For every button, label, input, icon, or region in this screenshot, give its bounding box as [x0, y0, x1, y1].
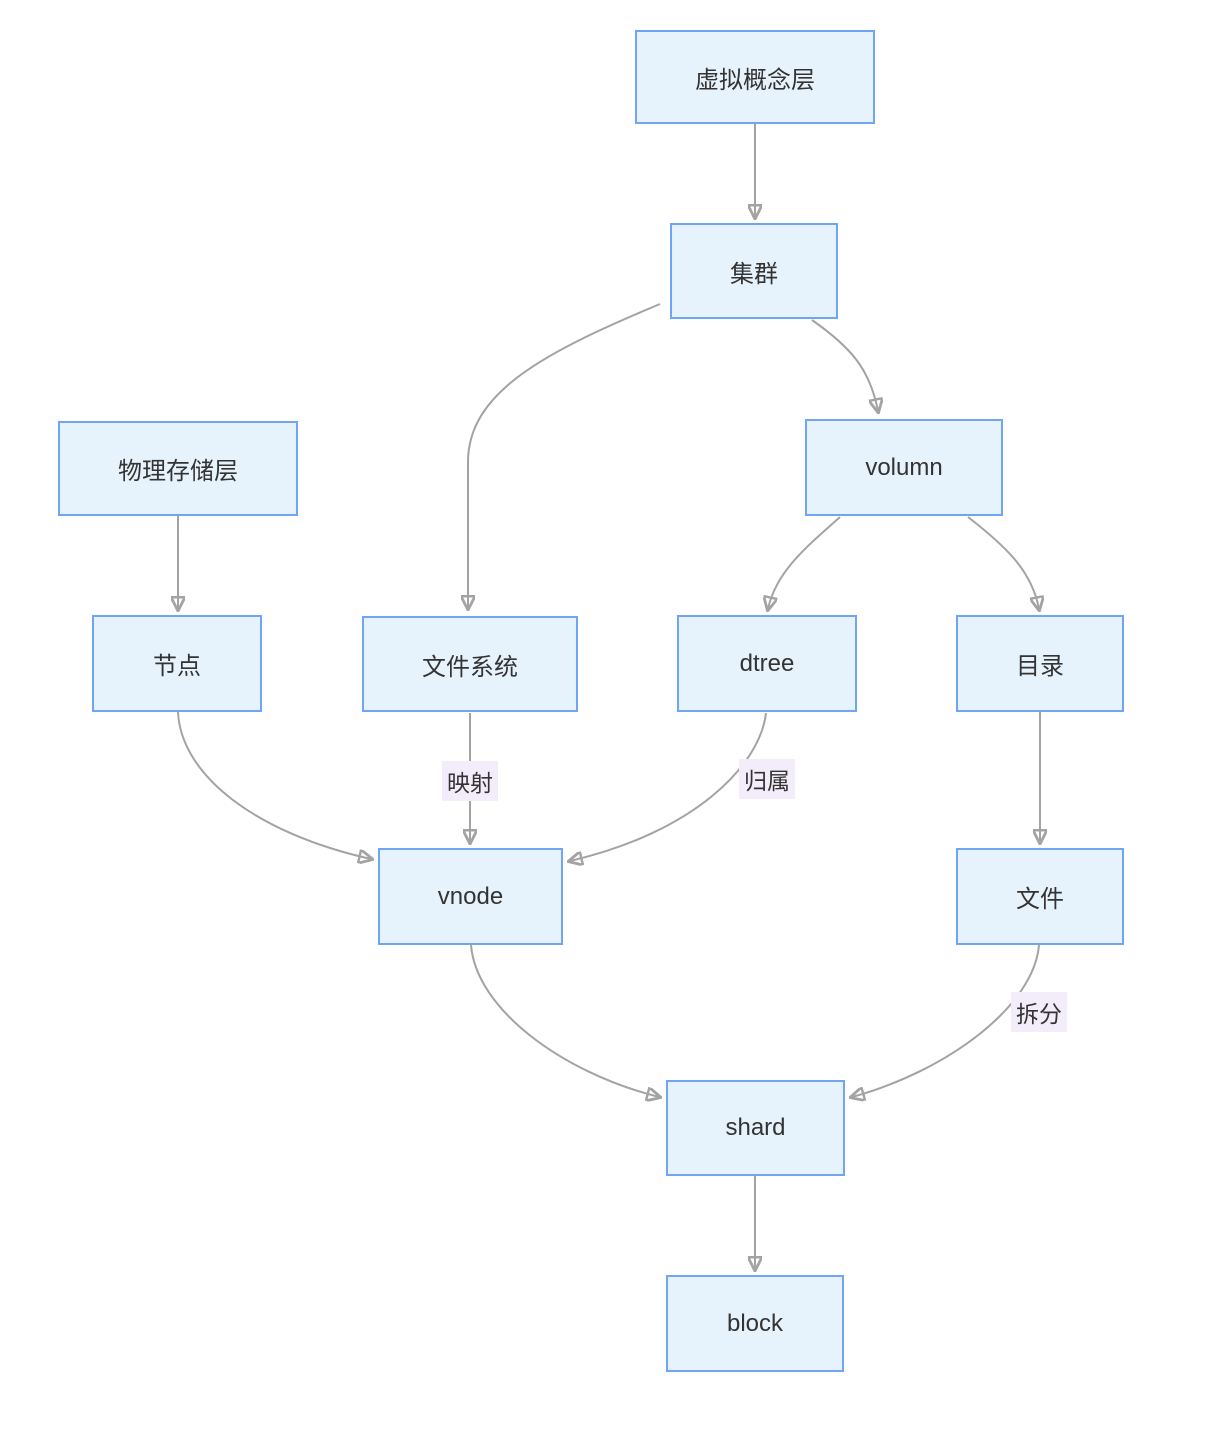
edge-vnode-to-shard [470, 944, 659, 1097]
node-volumn: volumn [805, 419, 1003, 516]
edge-cluster-to-volumn [811, 319, 878, 411]
node-file: 文件 [956, 848, 1124, 945]
node-physical-storage-layer: 物理存储层 [58, 421, 298, 516]
edge-label-belonging: 归属 [739, 759, 795, 799]
edge-dtree-to-vnode [570, 712, 767, 861]
node-label: 物理存储层 [118, 458, 238, 485]
node-block: block [666, 1275, 844, 1372]
node-label: volumn [865, 453, 943, 481]
node-dtree: dtree [677, 615, 857, 712]
node-label: block [726, 1309, 784, 1337]
edge-label-mapping: 映射 [442, 761, 498, 801]
node-node: 节点 [92, 615, 262, 712]
node-label: vnode [437, 882, 504, 910]
edge-volumn-to-dtree [768, 516, 841, 609]
node-label: 文件 [1016, 886, 1064, 913]
node-virtual-concept-layer: 虚拟概念层 [635, 30, 875, 124]
node-label: 虚拟概念层 [695, 66, 815, 94]
node-directory: 目录 [956, 615, 1124, 712]
node-shard: shard [666, 1080, 845, 1176]
node-vnode: vnode [378, 848, 563, 945]
node-label: 节点 [153, 653, 201, 680]
edge-cluster-to-filesystem [468, 303, 661, 608]
node-label: shard [725, 1114, 786, 1141]
edge-volumn-to-directory [967, 516, 1039, 609]
node-label: 目录 [1016, 653, 1064, 680]
edge-node-to-vnode [177, 711, 371, 859]
node-label: dtree [739, 649, 795, 677]
node-cluster: 集群 [670, 223, 838, 319]
node-label: 集群 [730, 260, 778, 288]
node-filesystem: 文件系统 [362, 616, 578, 712]
node-label: 文件系统 [422, 653, 518, 681]
edge-label-split: 拆分 [1011, 992, 1067, 1032]
